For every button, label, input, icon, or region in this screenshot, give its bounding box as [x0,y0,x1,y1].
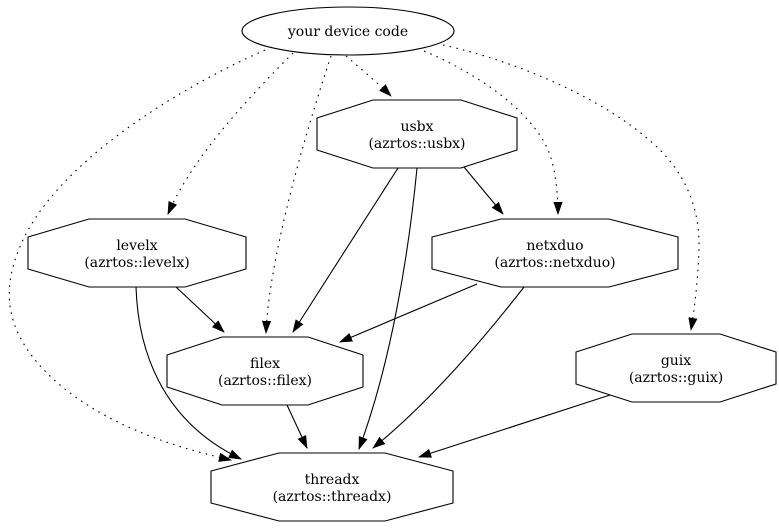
octagon-shape-levelx [27,218,247,288]
octagon-shape-filex [166,336,364,406]
node-levelx: levelx(azrtos::levelx) [27,218,247,288]
edge-usbx-filex [292,167,399,333]
edges-layer [8,44,700,462]
node-sublabel-levelx: (azrtos::levelx) [84,255,189,271]
node-sublabel-netxduo: (azrtos::netxduo) [494,255,615,271]
node-guix: guix(azrtos::guix) [575,333,777,403]
node-sublabel-usbx: (azrtos::usbx) [368,136,465,152]
node-label-levelx: levelx [116,238,157,254]
edge-netxduo-filex [339,283,478,343]
edge-device_code-guix [442,44,700,332]
node-sublabel-filex: (azrtos::filex) [218,373,312,389]
edge-device_code-levelx [167,52,294,215]
node-netxduo: netxduo(azrtos::netxduo) [431,218,679,288]
node-usbx: usbx(azrtos::usbx) [316,99,518,169]
edge-device_code-usbx [345,55,392,97]
node-filex: filex(azrtos::filex) [166,336,364,406]
node-label-threadx: threadx [305,472,360,488]
ellipse-shape-device_code [241,6,455,56]
edge-guix-threadx [417,394,611,458]
node-device_code: your device code [241,6,455,56]
node-label-usbx: usbx [400,119,433,135]
edge-device_code-filex [261,55,332,335]
node-label-netxduo: netxduo [526,238,583,254]
nodes-layer: your device codeusbx(azrtos::usbx)levelx… [27,6,777,522]
edge-filex-threadx [286,404,308,449]
octagon-shape-netxduo [431,218,679,288]
node-label-filex: filex [250,356,280,372]
edge-netxduo-threadx [372,286,525,449]
node-sublabel-threadx: (azrtos::threadx) [273,489,392,505]
edge-usbx-threadx [358,167,418,450]
edge-levelx-filex [175,286,225,333]
edge-usbx-netxduo [463,166,504,215]
octagon-shape-guix [575,333,777,403]
octagon-shape-usbx [316,99,518,169]
edge-device_code-netxduo [423,50,563,216]
node-threadx: threadx(azrtos::threadx) [210,452,454,522]
edge-levelx-threadx [135,286,242,460]
node-sublabel-guix: (azrtos::guix) [629,370,723,386]
node-label-guix: guix [661,353,691,369]
octagon-shape-threadx [210,452,454,522]
node-label-device_code: your device code [287,24,408,40]
